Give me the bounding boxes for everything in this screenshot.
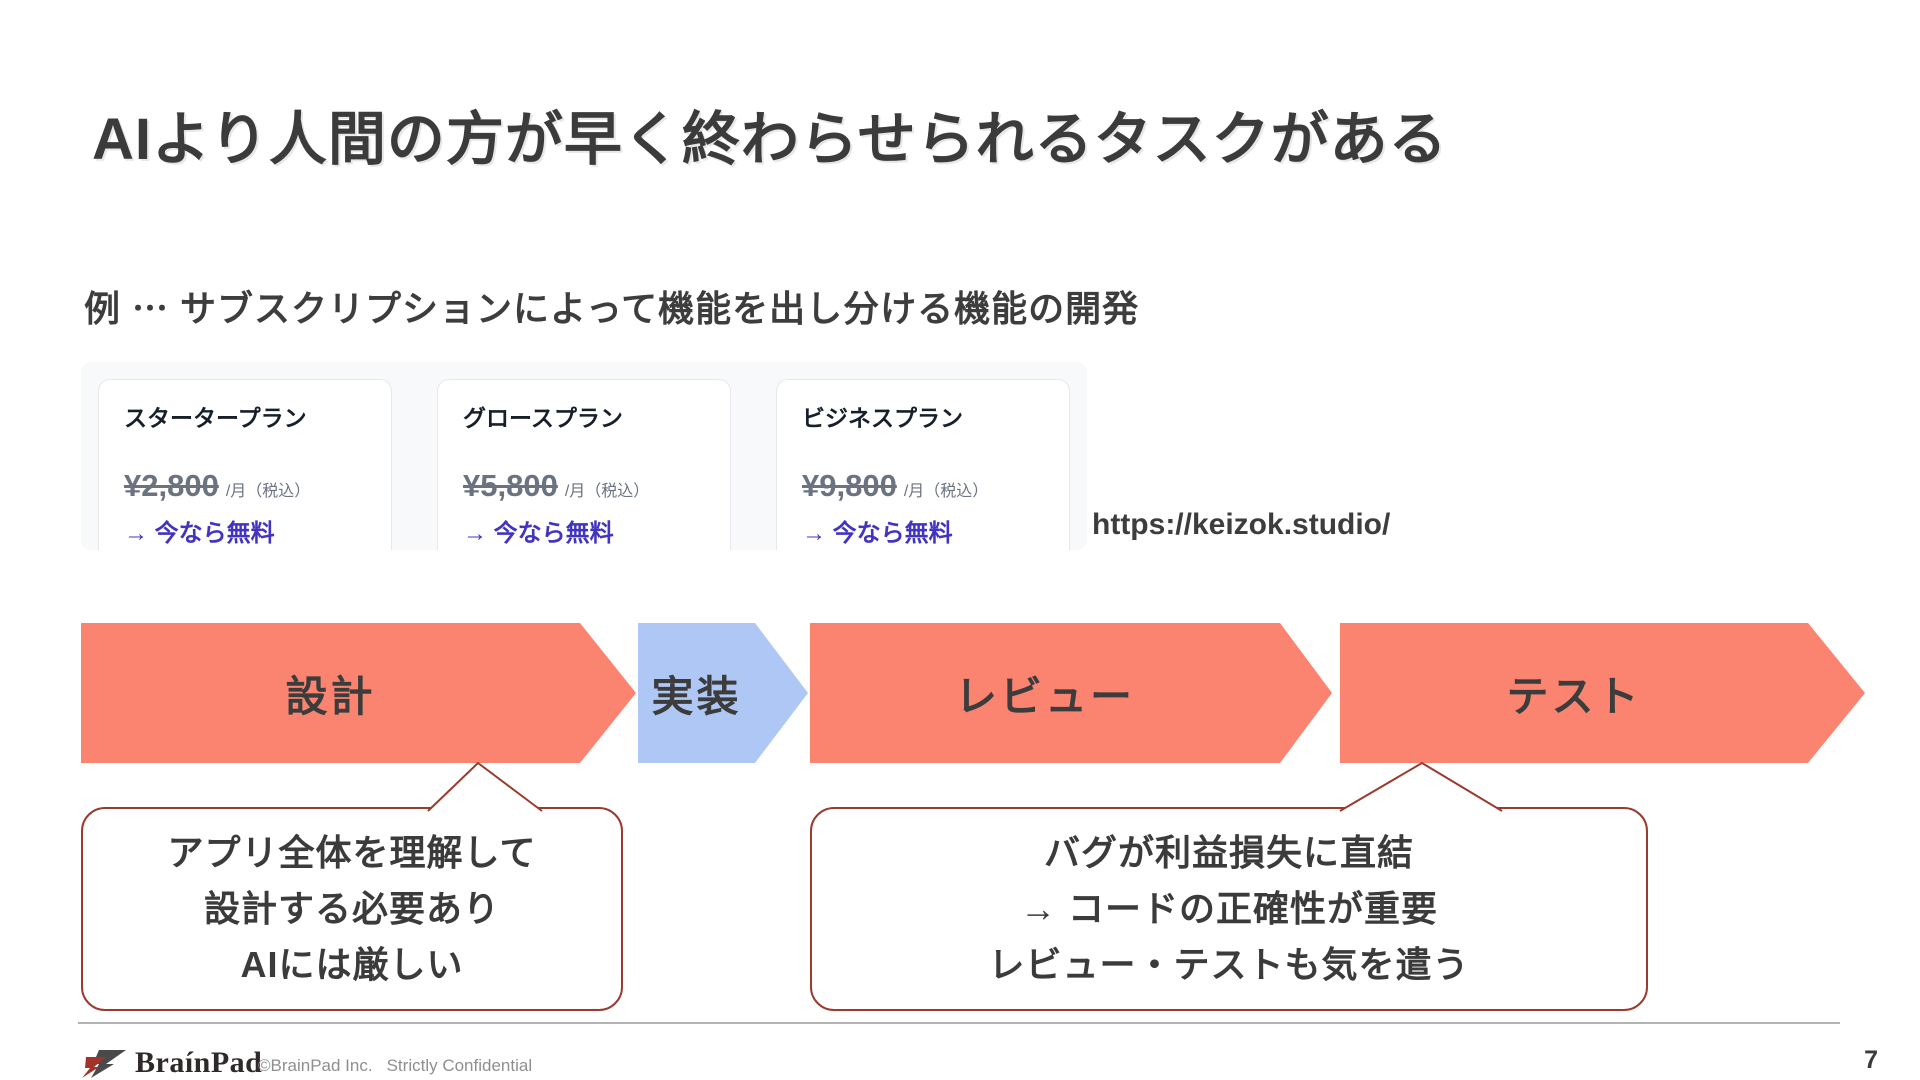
plan-price-row: ¥9,800 /月（税込） xyxy=(802,468,1044,504)
callout-line: AIには厳しい xyxy=(240,943,464,985)
callout-line: レビュー・テストも気を遣う xyxy=(988,943,1470,985)
brainpad-logo: BraínPad xyxy=(81,1046,262,1080)
flow-step-design: 設計 xyxy=(81,623,636,763)
confidential-text: Strictly Confidential xyxy=(386,1056,533,1075)
callout-tail-left xyxy=(427,761,543,812)
page-title: AIより人間の方が早く終わらせられるタスクがある xyxy=(92,107,1448,172)
plan-name: スタータープラン xyxy=(124,405,307,431)
footer-divider xyxy=(78,1022,1840,1024)
plan-price-unit: /月（税込） xyxy=(225,483,311,500)
pricing-screenshot: スタータープラン ¥2,800 /月（税込） → 今なら無料 グロースプラン ¥… xyxy=(81,362,1087,550)
plan-price-row: ¥5,800 /月（税込） xyxy=(463,468,705,504)
source-url: https://keizok.studio/ xyxy=(1092,508,1391,541)
callout-line: → コードの正確性が重要 xyxy=(1019,888,1438,930)
copyright-text: ©BrainPad Inc. xyxy=(258,1056,373,1075)
plan-price-unit: /月（税込） xyxy=(564,483,650,500)
flow-step-review: レビュー xyxy=(810,623,1332,763)
plan-promo: → 今なら無料 xyxy=(124,520,275,547)
brainpad-logo-text: BraínPad xyxy=(135,1046,263,1079)
plan-price-strikethrough: ¥5,800 xyxy=(463,468,558,503)
plan-price-strikethrough: ¥2,800 xyxy=(124,468,219,503)
brainpad-logo-mark xyxy=(82,1050,126,1078)
plan-card-growth: グロースプラン ¥5,800 /月（税込） → 今なら無料 xyxy=(437,379,731,550)
slide-subtitle: 例 ⋯ サブスクリプションによって機能を出し分ける機能の開発 xyxy=(84,288,1140,329)
callout-design: アプリ全体を理解して 設計する必要あり AIには厳しい xyxy=(81,807,623,1011)
callout-line: 設計する必要あり xyxy=(203,888,500,930)
page-number: 7 xyxy=(1864,1046,1878,1074)
plan-promo: → 今なら無料 xyxy=(802,520,953,547)
plan-price-unit: /月（税込） xyxy=(903,483,989,500)
plan-price-strikethrough: ¥9,800 xyxy=(802,468,897,503)
plan-card-business: ビジネスプラン ¥9,800 /月（税込） → 今なら無料 xyxy=(776,379,1070,550)
footer-copyright: ©BrainPad Inc. Strictly Confidential xyxy=(258,1056,532,1076)
plan-promo: → 今なら無料 xyxy=(463,520,614,547)
callout-line: バグが利益損失に直結 xyxy=(1043,832,1414,874)
flow-step-test: テスト xyxy=(1340,623,1865,763)
callout-tail-right xyxy=(1339,761,1503,812)
callout-line: アプリ全体を理解して xyxy=(167,832,537,874)
flow-step-implementation: 実装 xyxy=(638,623,808,763)
plan-name: グロースプラン xyxy=(463,405,623,431)
plan-price-row: ¥2,800 /月（税込） xyxy=(124,468,366,504)
plan-name: ビジネスプラン xyxy=(802,405,963,431)
plan-card-starter: スタータープラン ¥2,800 /月（税込） → 今なら無料 xyxy=(98,379,392,550)
callout-quality: バグが利益損失に直結 → コードの正確性が重要 レビュー・テストも気を遣う xyxy=(810,807,1648,1011)
